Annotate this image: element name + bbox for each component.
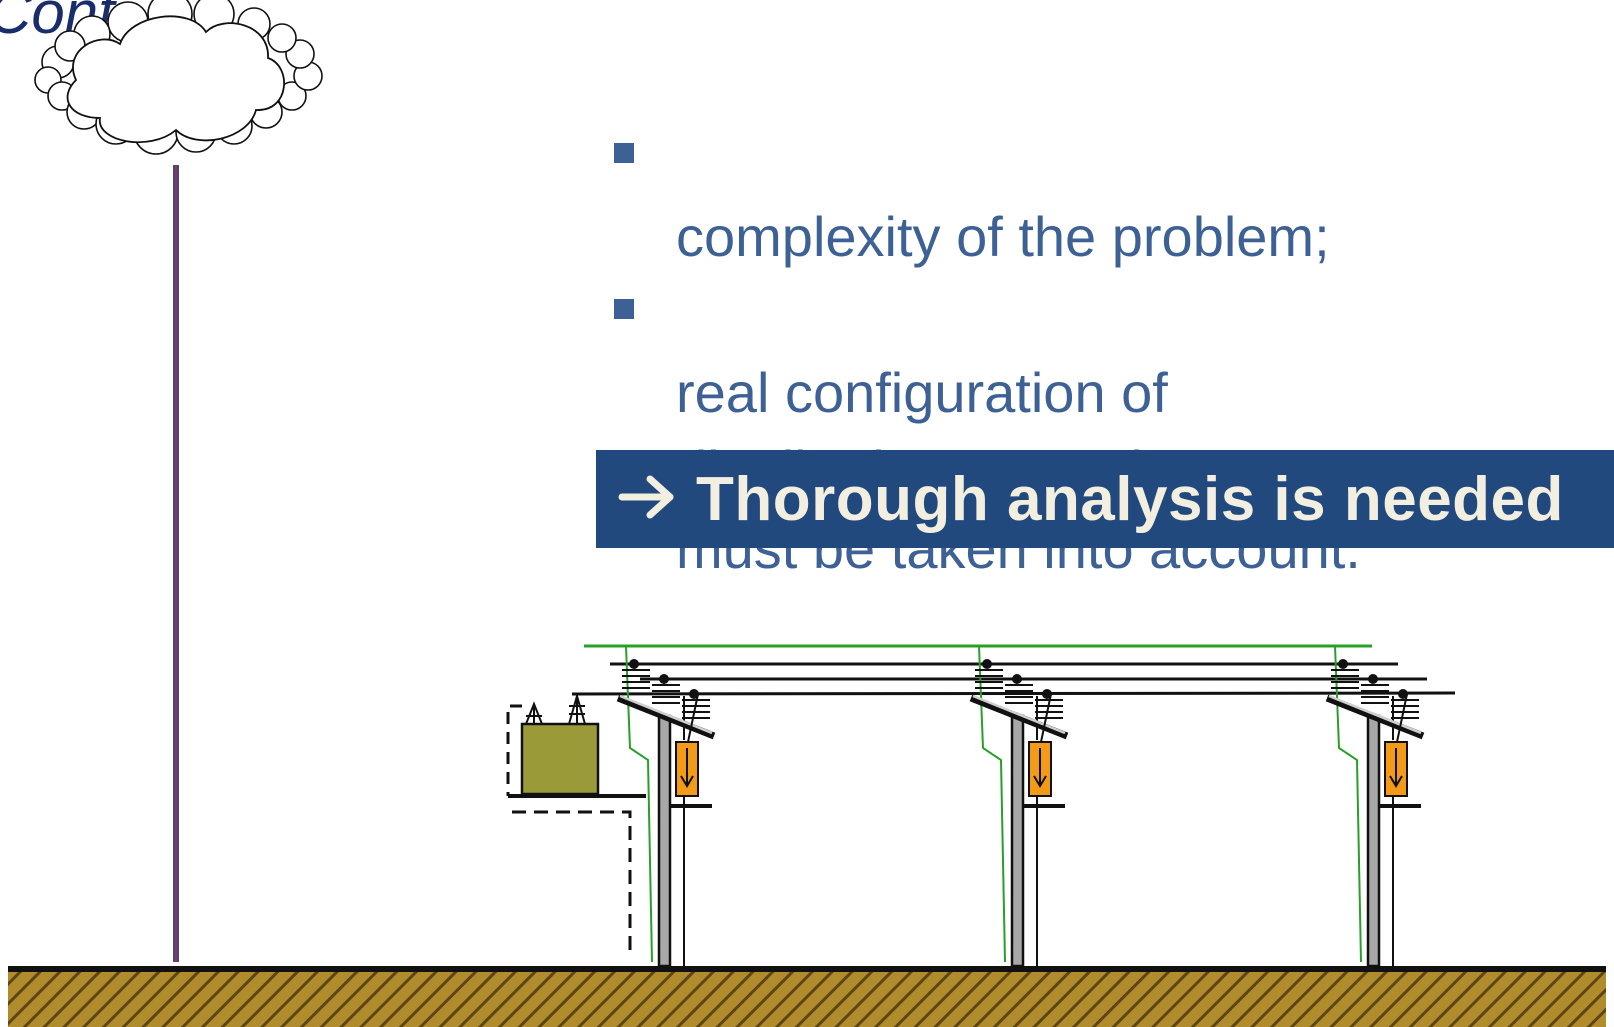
bullet-item-complexity: complexity of the problem; (612, 120, 1612, 276)
bullet-text: complexity of the problem; (676, 205, 1330, 268)
surge-arrester-icon (1384, 693, 1408, 797)
transformer-icon (506, 692, 646, 950)
ground (8, 966, 1606, 1027)
utility-pole (616, 645, 716, 968)
overhead-conductors (571, 644, 1456, 696)
lightning-channel (173, 165, 179, 962)
surge-arrester-icon (1028, 693, 1052, 797)
cloud-icon (34, 0, 323, 155)
conclusion-text: Thorough analysis is needed (696, 464, 1564, 534)
conclusion-banner: Thorough analysis is needed (596, 450, 1614, 548)
square-bullet-icon (614, 299, 634, 319)
utility-pole (969, 645, 1069, 968)
right-arrow-icon (618, 473, 676, 526)
square-bullet-icon (614, 143, 634, 163)
surge-arrester-icon (675, 693, 699, 797)
utility-pole (1325, 645, 1425, 968)
